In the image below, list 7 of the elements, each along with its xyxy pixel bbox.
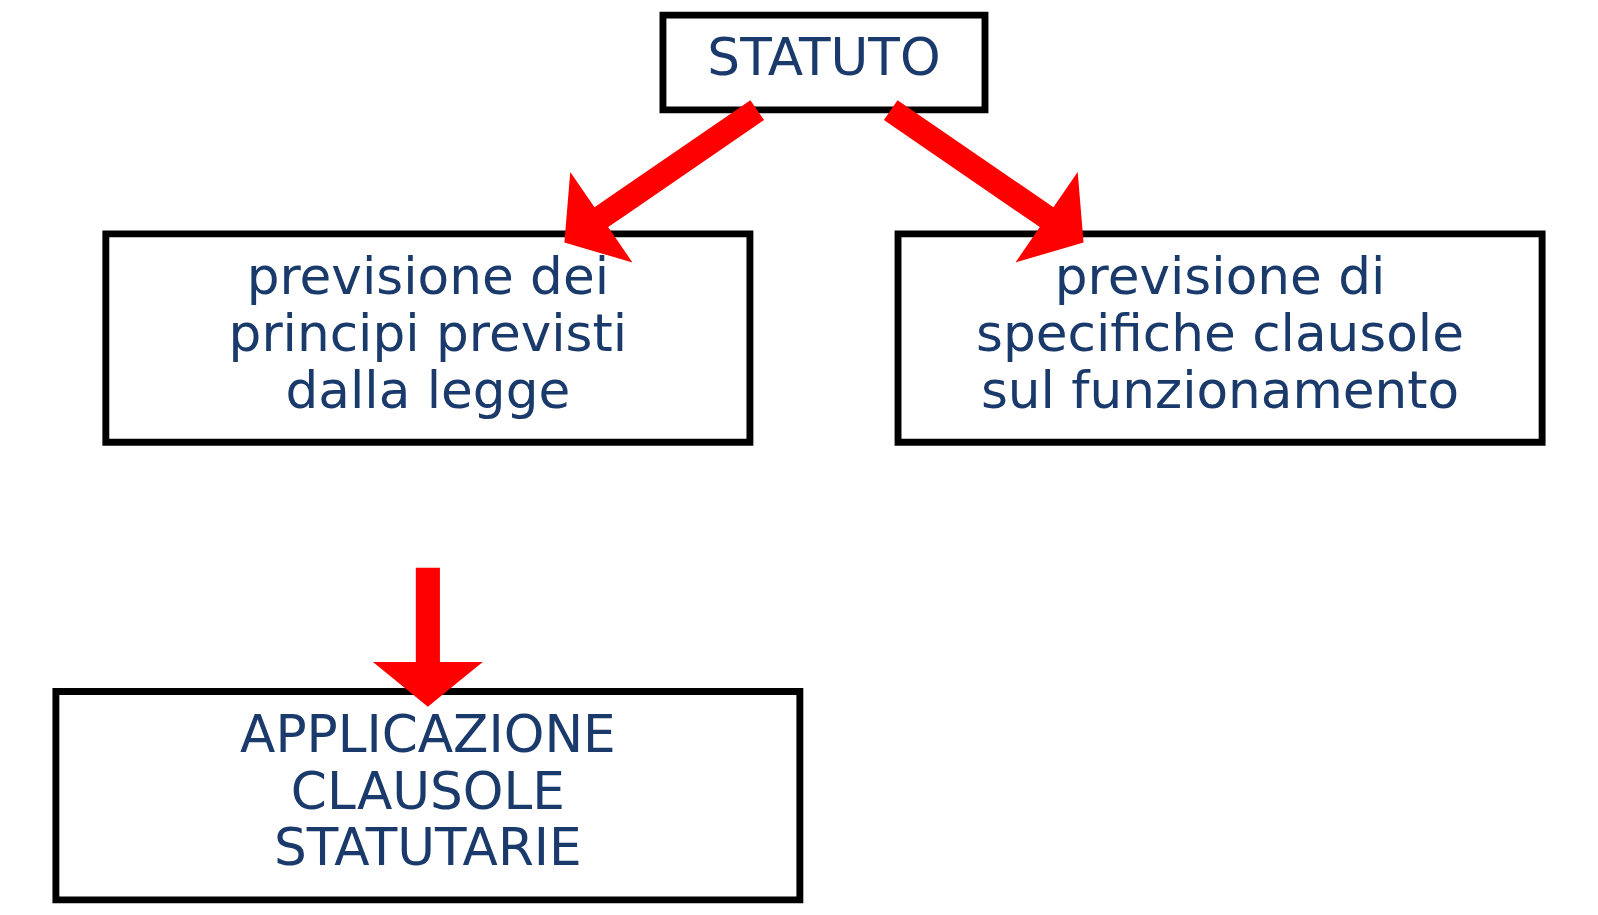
node-box: previsione di specifiche clausole sul funzionamento xyxy=(894,230,1546,446)
node-box: previsione dei principi previsti dalla legge xyxy=(102,230,754,446)
node-box: STATUTO xyxy=(659,11,989,114)
arrow xyxy=(372,567,483,707)
arrow xyxy=(883,100,1084,263)
node-box: APPLICAZIONE CLAUSOLE STATUTARIE xyxy=(52,688,804,904)
arrow xyxy=(564,100,765,263)
